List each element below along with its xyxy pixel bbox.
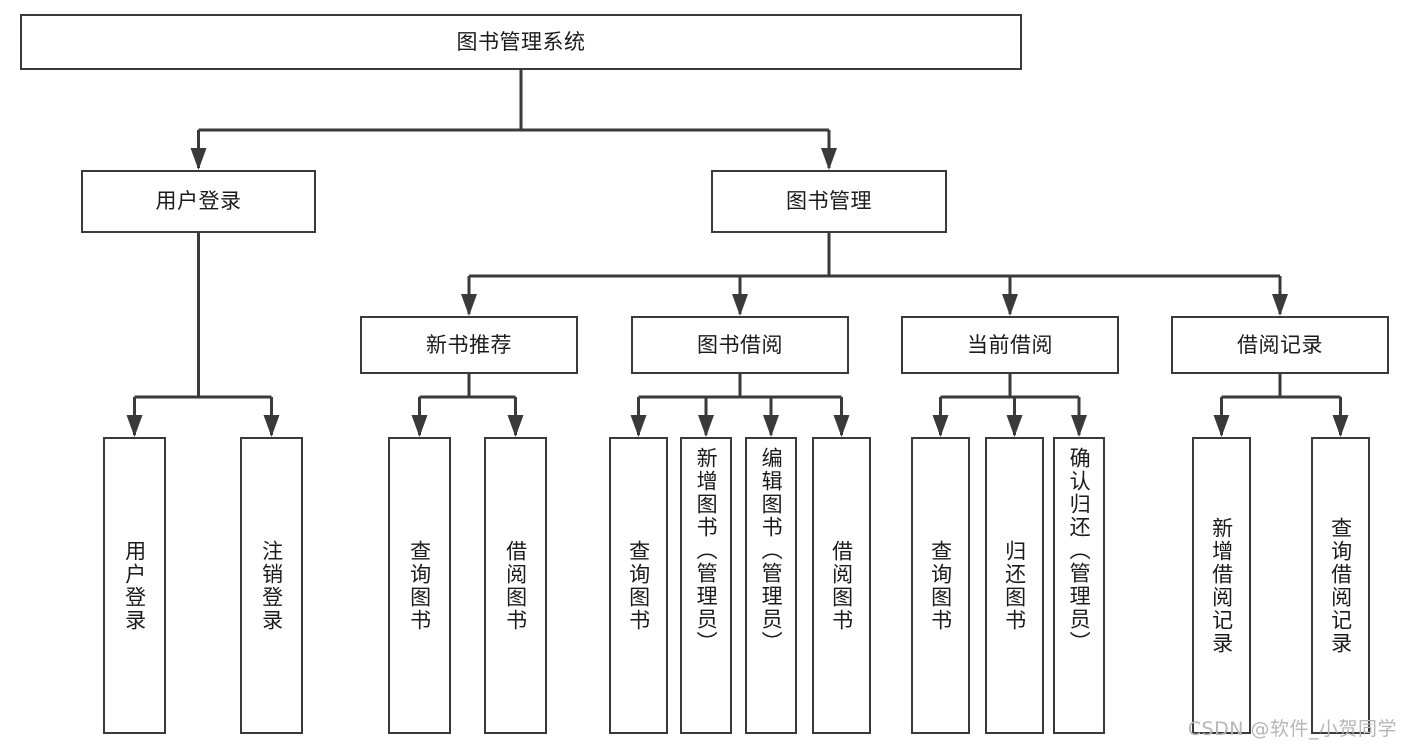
node-leaf-borrow-book-2[interactable]: 借阅图书: [812, 437, 871, 734]
node-leaf-user-login[interactable]: 用户登录: [103, 437, 166, 734]
node-label: 新书推荐: [426, 332, 512, 357]
node-book-manage[interactable]: 图书管理: [711, 170, 947, 233]
node-leaf-confirm-return[interactable]: 确认归还（管理员）: [1053, 437, 1105, 734]
node-leaf-user-logout[interactable]: 注销登录: [240, 437, 303, 734]
node-label: 编辑图书（管理员）: [759, 447, 784, 654]
watermark-text: CSDN @软件_小贺同学: [1187, 718, 1397, 740]
node-label: 查询借阅记录: [1328, 516, 1353, 655]
node-current-borrow[interactable]: 当前借阅: [901, 316, 1119, 374]
node-label: 借阅图书: [503, 539, 528, 632]
node-leaf-edit-book[interactable]: 编辑图书（管理员）: [745, 437, 797, 734]
node-label: 图书管理: [786, 189, 872, 214]
node-new-book-rec[interactable]: 新书推荐: [360, 316, 578, 374]
node-label: 新增图书（管理员）: [694, 447, 719, 654]
node-label: 确认归还（管理员）: [1067, 447, 1092, 654]
node-label: 当前借阅: [967, 332, 1053, 357]
node-label: 查询图书: [626, 539, 651, 632]
node-leaf-borrow-book-1[interactable]: 借阅图书: [484, 437, 547, 734]
node-leaf-add-record[interactable]: 新增借阅记录: [1192, 437, 1251, 734]
node-label: 借阅图书: [829, 539, 854, 632]
node-label: 查询图书: [928, 539, 953, 632]
node-leaf-query-record[interactable]: 查询借阅记录: [1311, 437, 1370, 734]
node-borrow-record[interactable]: 借阅记录: [1171, 316, 1389, 374]
node-leaf-query-book-2[interactable]: 查询图书: [609, 437, 668, 734]
node-leaf-query-book-1[interactable]: 查询图书: [388, 437, 451, 734]
node-label: 查询图书: [407, 539, 432, 632]
node-label: 图书管理系统: [456, 29, 586, 54]
node-leaf-query-book-3[interactable]: 查询图书: [911, 437, 970, 734]
node-book-borrow[interactable]: 图书借阅: [631, 316, 849, 374]
node-leaf-return-book[interactable]: 归还图书: [985, 437, 1044, 734]
node-label: 归还图书: [1002, 539, 1027, 632]
node-label: 注销登录: [259, 539, 284, 632]
node-user-login[interactable]: 用户登录: [81, 170, 316, 233]
node-root[interactable]: 图书管理系统: [20, 14, 1022, 70]
node-label: 图书借阅: [697, 332, 783, 357]
node-leaf-add-book[interactable]: 新增图书（管理员）: [680, 437, 732, 734]
node-label: 新增借阅记录: [1209, 516, 1234, 655]
node-label: 借阅记录: [1237, 332, 1323, 357]
node-label: 用户登录: [122, 539, 147, 632]
node-label: 用户登录: [155, 189, 242, 214]
